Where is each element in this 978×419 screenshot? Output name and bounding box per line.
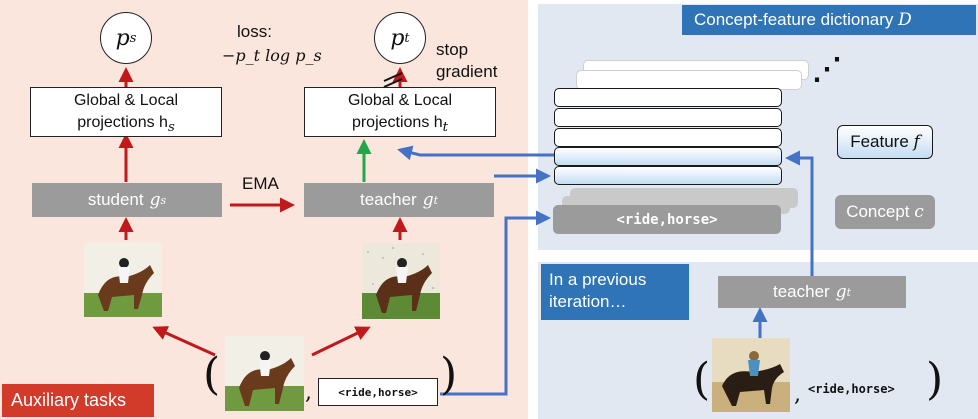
teacher-proj-line2-wrap: projections ht: [305, 112, 495, 139]
arrow-prev-teacher-to-dict: [785, 150, 814, 276]
arrow-dict-to-teacher-proj: [397, 145, 554, 161]
prev-concept-tag: <ride,horse>: [808, 382, 895, 396]
dict-concept-pill: <ride,horse>: [553, 205, 781, 234]
student-proj-line2: projections h: [77, 114, 168, 131]
dict-layer-2: [554, 108, 782, 127]
student-proj-line1: Global & Local: [73, 92, 179, 109]
student-proj-line2-wrap: projections hs: [31, 112, 221, 139]
student-proj-sub: s: [167, 120, 175, 136]
dict-layer-back-2: [576, 70, 802, 90]
input-paren-open: (: [203, 349, 221, 400]
student-projection-box: Global & Local projections hs: [30, 87, 222, 137]
concept-tag-box: <ride,horse>: [318, 378, 438, 406]
stop-gradient-line2: gradient: [436, 62, 498, 81]
stop-gradient-marks: [383, 72, 403, 88]
input-paren-close: ): [440, 349, 458, 400]
concept-legend: Concept c: [835, 195, 935, 229]
horse-rider-photo-augmented-teacher: [362, 243, 440, 319]
previous-iteration-line1: In a previous: [549, 270, 647, 289]
dict-feature-layer-2: [554, 166, 782, 185]
feature-symbol: f: [913, 132, 920, 152]
feature-legend: Feature f: [837, 125, 933, 159]
teacher-label: teacher: [359, 190, 417, 209]
loss-label: loss:: [237, 22, 272, 41]
input-comma: ,: [305, 380, 312, 405]
previous-teacher-symbol: g: [835, 282, 847, 302]
dictionary-title-text: Concept-feature dictionary: [694, 10, 894, 29]
dictionary-title: Concept-feature dictionary D: [682, 5, 976, 35]
student-label: student: [87, 190, 144, 209]
student-sub: s: [160, 193, 167, 207]
blue-arrows: [397, 145, 814, 396]
prev-comma: ,: [794, 382, 801, 407]
dictionary-symbol: D: [898, 10, 912, 30]
arrow-concept-to-dict: [440, 210, 551, 396]
horse-rider-photo-augmented-student: [84, 243, 162, 317]
previous-iteration-label: In a previous iteration…: [541, 264, 689, 320]
horse-rider-photo-previous: [712, 338, 790, 412]
concept-label: Concept: [846, 202, 910, 221]
prev-paren-open: (: [693, 354, 711, 405]
dict-layer-1: [554, 88, 782, 107]
teacher-projection-box: Global & Local projections ht: [304, 87, 496, 137]
teacher-proj-sub: t: [442, 120, 449, 136]
concept-symbol: c: [914, 202, 924, 222]
previous-teacher-sub: t: [846, 285, 851, 299]
loss-formula: −p_t log p_s: [222, 46, 322, 65]
auxiliary-tasks-label: Auxiliary tasks: [2, 384, 154, 417]
dict-layer-3: [554, 128, 782, 147]
teacher-symbol: g: [422, 190, 434, 210]
teacher-proj-line2: projections h: [351, 114, 443, 131]
teacher-sub: t: [433, 193, 438, 207]
prev-paren-close: ): [926, 354, 944, 405]
arrow-input-to-student-view: [152, 326, 216, 357]
dict-feature-layer-1: [554, 147, 782, 166]
arrow-input-to-teacher-view: [311, 326, 371, 357]
ps-sub: s: [129, 30, 137, 46]
ema-label: EMA: [242, 174, 279, 193]
pt-symbol: p: [390, 25, 405, 51]
previous-teacher-label: teacher: [772, 282, 830, 301]
horse-rider-photo-input: [225, 336, 304, 411]
student-symbol: g: [149, 190, 161, 210]
ps-symbol: p: [115, 25, 130, 51]
feature-label: Feature: [850, 132, 909, 151]
dict-continuation-dots: ⋰: [812, 53, 844, 86]
teacher-proj-line1: Global & Local: [347, 92, 453, 109]
stop-gradient-line1: stop: [436, 40, 469, 59]
previous-iteration-line2: iteration…: [549, 292, 627, 311]
pt-sub: t: [404, 30, 410, 46]
